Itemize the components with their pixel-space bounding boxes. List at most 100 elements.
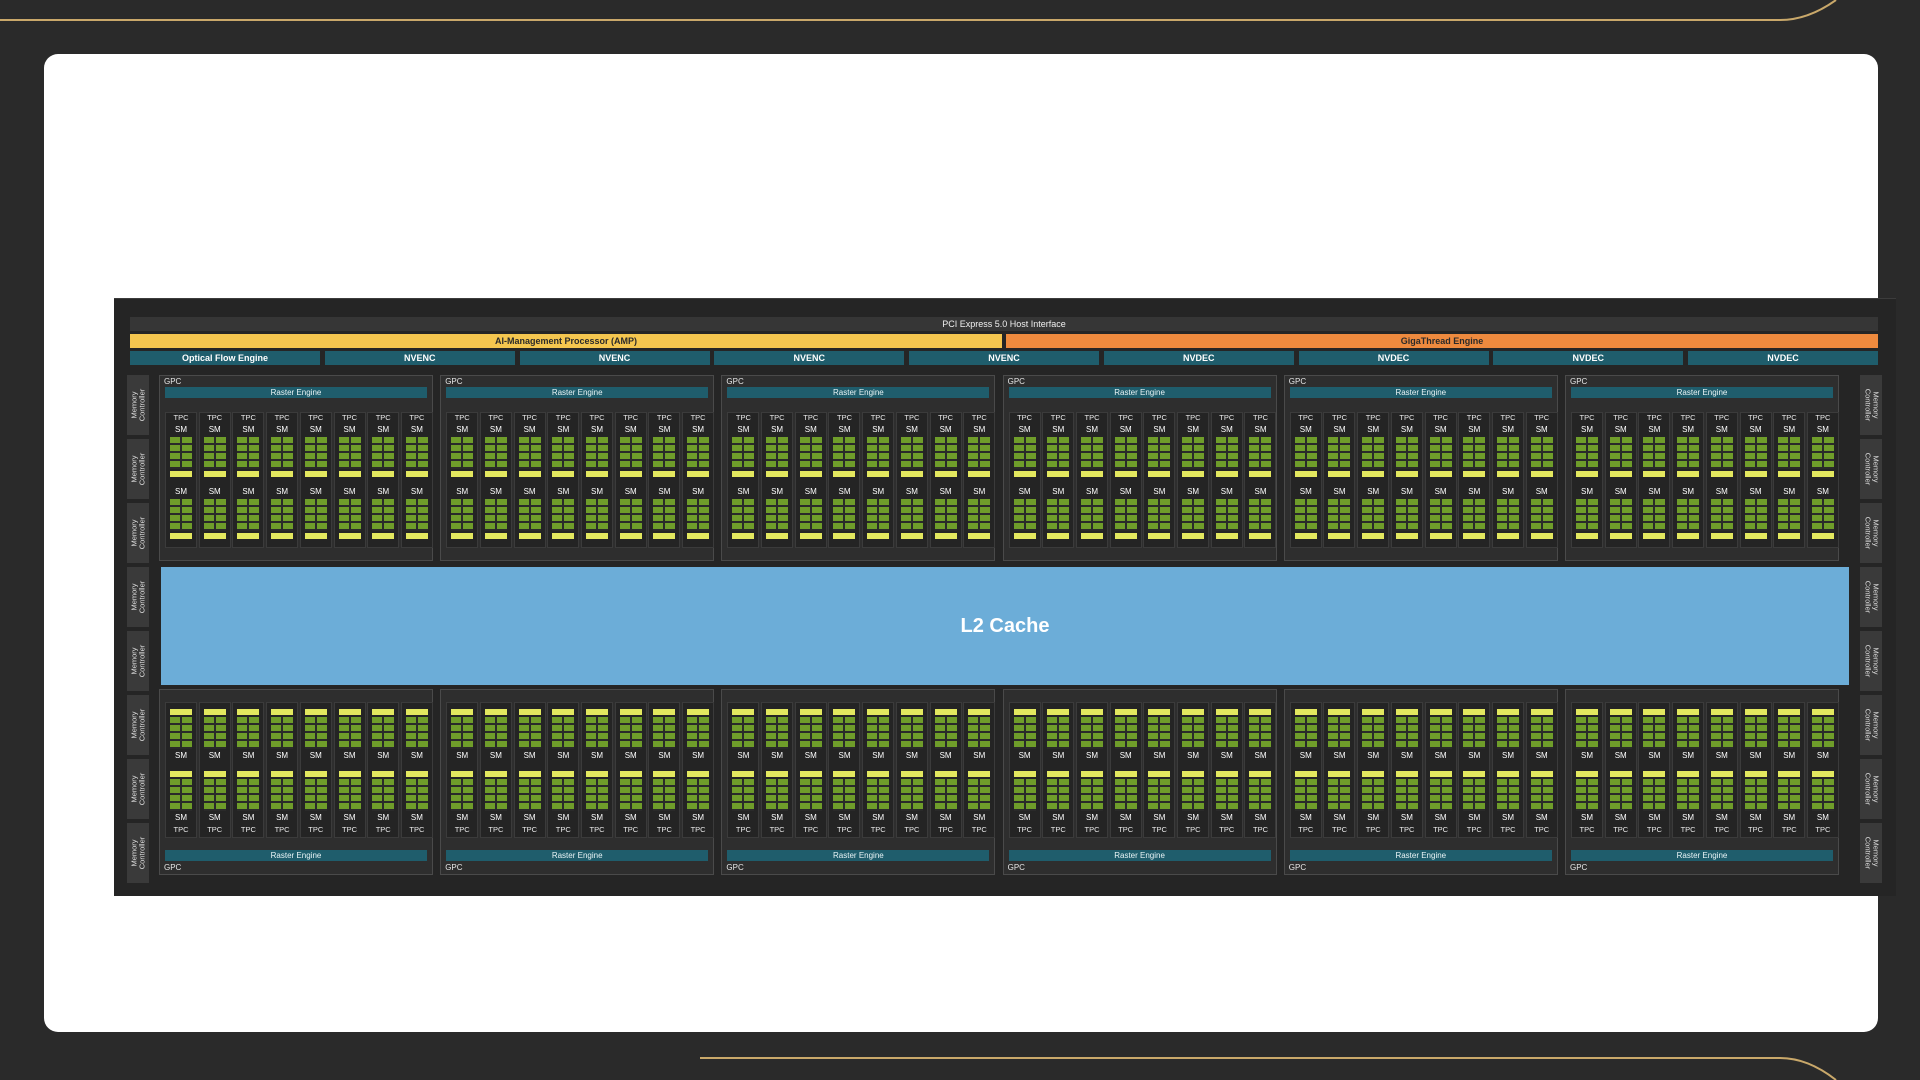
tpc-label: TPC — [1613, 825, 1629, 834]
gpc-label: GPC — [1007, 377, 1025, 386]
sm-label: SM — [1187, 487, 1200, 496]
tensor-core — [304, 771, 327, 777]
memory-controller-label: Memory Controller — [1863, 452, 1881, 486]
tensor-core — [1080, 771, 1103, 777]
sm-label: SM — [771, 487, 784, 496]
cuda-cores — [338, 437, 361, 469]
sm-label: SM — [1715, 425, 1728, 434]
gpc-label: GPC — [445, 377, 463, 386]
cuda-cores — [900, 717, 923, 749]
tensor-core — [338, 771, 361, 777]
cuda-cores — [1677, 499, 1700, 531]
sm-label: SM — [410, 751, 423, 760]
tensor-core — [1496, 471, 1519, 477]
tpc-label: TPC — [1118, 413, 1134, 422]
tpc-label: TPC — [240, 413, 256, 422]
sm-label: SM — [175, 425, 187, 434]
sm-label: SM — [804, 751, 817, 760]
cuda-cores — [1496, 717, 1519, 749]
cuda-cores — [934, 717, 957, 749]
tensor-core — [1047, 771, 1070, 777]
tpc-label: TPC — [454, 413, 470, 422]
sm-label: SM — [973, 487, 986, 496]
sm-label: SM — [175, 813, 187, 822]
gpc-label: GPC — [1288, 863, 1307, 872]
tpc-label: TPC — [173, 825, 189, 834]
cuda-cores — [1710, 499, 1733, 531]
cuda-cores — [799, 499, 822, 531]
sm-label: SM — [1367, 813, 1380, 822]
tensor-core — [1249, 533, 1272, 539]
tensor-core — [934, 471, 957, 477]
sm-label: SM — [1052, 813, 1065, 822]
cuda-cores — [1429, 779, 1452, 811]
tensor-core — [1215, 709, 1238, 715]
cuda-cores — [1530, 499, 1553, 531]
tensor-core — [1496, 533, 1519, 539]
sm-label: SM — [939, 487, 952, 496]
cuda-cores — [1677, 779, 1700, 811]
tpc-label: TPC — [1118, 825, 1134, 834]
tensor-core — [619, 533, 642, 539]
sm-label: SM — [1085, 487, 1098, 496]
tpc-label: TPC — [656, 413, 672, 422]
tensor-core — [1429, 533, 1452, 539]
sm-label: SM — [1367, 487, 1380, 496]
cuda-cores — [1148, 499, 1171, 531]
cuda-cores — [203, 779, 226, 811]
cuda-cores — [1778, 499, 1801, 531]
cuda-cores — [1328, 437, 1351, 469]
cuda-cores — [1080, 717, 1103, 749]
cuda-cores — [552, 717, 575, 749]
cuda-cores — [833, 499, 856, 531]
sm-label: SM — [1052, 487, 1065, 496]
tensor-core — [900, 771, 923, 777]
sm-label: SM — [1299, 813, 1312, 822]
cuda-cores — [1744, 499, 1767, 531]
sm-label: SM — [557, 487, 570, 496]
sm-label: SM — [377, 751, 390, 760]
memory-controller-right: Memory Controller — [1860, 631, 1882, 691]
tpc-label: TPC — [803, 413, 819, 422]
memory-controller-label: Memory Controller — [129, 644, 147, 678]
tpc: TPC SM SM — [165, 702, 197, 838]
cuda-cores — [1047, 717, 1070, 749]
sm-label: SM — [343, 751, 356, 760]
sm-label: SM — [1816, 487, 1829, 496]
sm-label: SM — [1254, 751, 1267, 760]
sm-label: SM — [1434, 487, 1447, 496]
tensor-core — [934, 771, 957, 777]
tensor-core — [1362, 771, 1385, 777]
sm-label: SM — [523, 813, 536, 822]
sm-label: SM — [1085, 425, 1098, 434]
gigathread-engine: GigaThread Engine — [1006, 334, 1878, 348]
tpc-label: TPC — [1646, 825, 1662, 834]
cuda-cores — [1249, 499, 1272, 531]
cuda-cores — [1328, 499, 1351, 531]
sm-label: SM — [1783, 425, 1796, 434]
tensor-core — [451, 771, 474, 777]
sm-label: SM — [175, 751, 187, 760]
engine-nvdec: NVDEC — [1103, 351, 1294, 365]
memory-controller-label: Memory Controller — [129, 516, 147, 550]
tensor-core — [1429, 471, 1452, 477]
cuda-cores — [1643, 437, 1666, 469]
cuda-cores — [1609, 437, 1632, 469]
tpc-label: TPC — [274, 413, 290, 422]
sm-label: SM — [905, 751, 918, 760]
cuda-cores — [237, 779, 260, 811]
tensor-core — [1148, 771, 1171, 777]
